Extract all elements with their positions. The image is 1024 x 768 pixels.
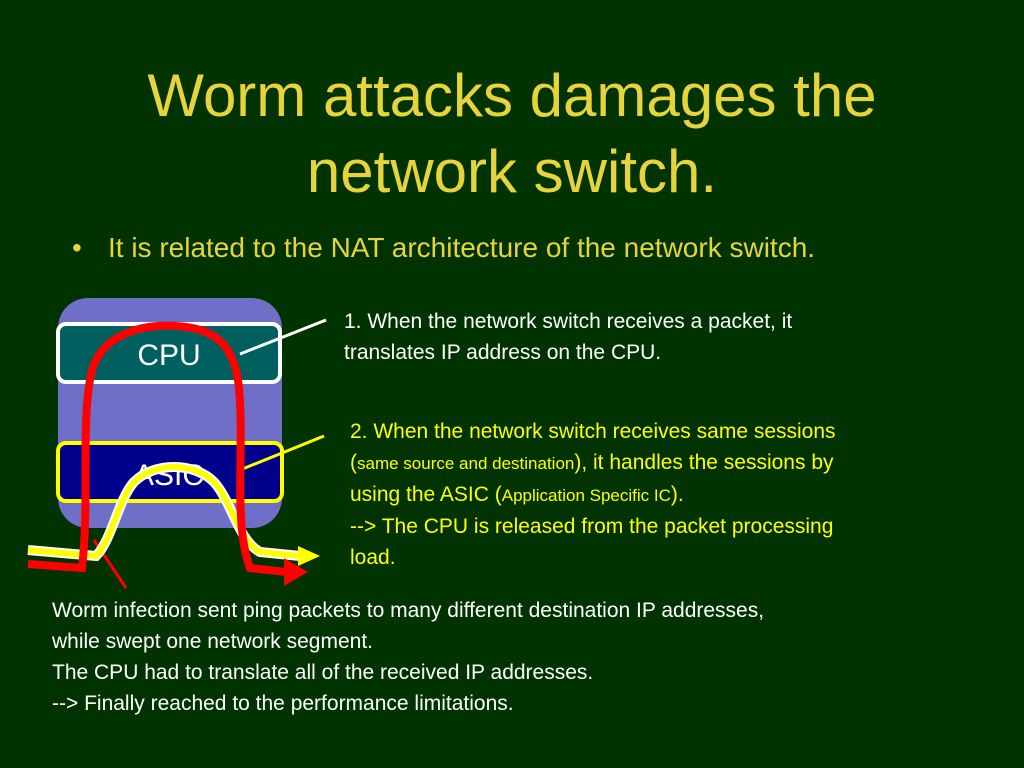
note2-line-4: --> The CPU is released from the packet … [350,515,834,538]
note3-line-4: --> Finally reached to the performance l… [52,692,514,715]
note2-connector-line [239,434,325,472]
note2-line-2-rest: ), it handles the sessions by [574,451,834,474]
note1-line-2: translates IP address on the CPU. [344,341,662,364]
note3-line-3: The CPU had to translate all of the rece… [52,661,594,684]
cpu-label: CPU [137,339,200,372]
slide-title: Worm attacks damages the network switch. [40,58,984,210]
note-asic-sessions: 2. When the network switch receives same… [350,416,990,573]
bullet-point: • It is related to the NAT architecture o… [72,228,1012,268]
note-worm-infection: Worm infection sent ping packets to many… [52,595,992,719]
bullet-text: It is related to the NAT architecture of… [108,232,816,263]
red-packet-path [27,321,287,576]
bullet-marker: • [72,232,82,263]
yellow-arrow-head [298,546,320,566]
note2-line-3: using the ASIC (Application Specific IC)… [350,479,990,511]
note2-line-3-start: using the ASIC ( [350,483,502,506]
note2-line-2: (same source and destination), it handle… [350,447,990,479]
note1-line-1: 1. When the network switch receives a pa… [344,310,793,333]
note2-line-1: 2. When the network switch receives same… [350,420,836,443]
note3-line-1: Worm infection sent ping packets to many… [52,599,765,622]
note1-connector-line [239,318,327,356]
note2-line-2-small: same source and destination [357,454,575,473]
note2-line-2-open: ( [350,451,357,474]
note-cpu-translation: 1. When the network switch receives a pa… [344,306,944,368]
red-arrow-head [284,558,308,586]
note2-line-3-end: ). [670,483,684,506]
note3-line-2: while swept one network segment. [52,630,373,653]
title-line-1: Worm attacks damages the [147,62,877,129]
note2-line-5: load. [350,546,396,569]
title-line-2: network switch. [306,138,718,205]
note2-line-3-small: Application Specific IC [501,486,671,505]
